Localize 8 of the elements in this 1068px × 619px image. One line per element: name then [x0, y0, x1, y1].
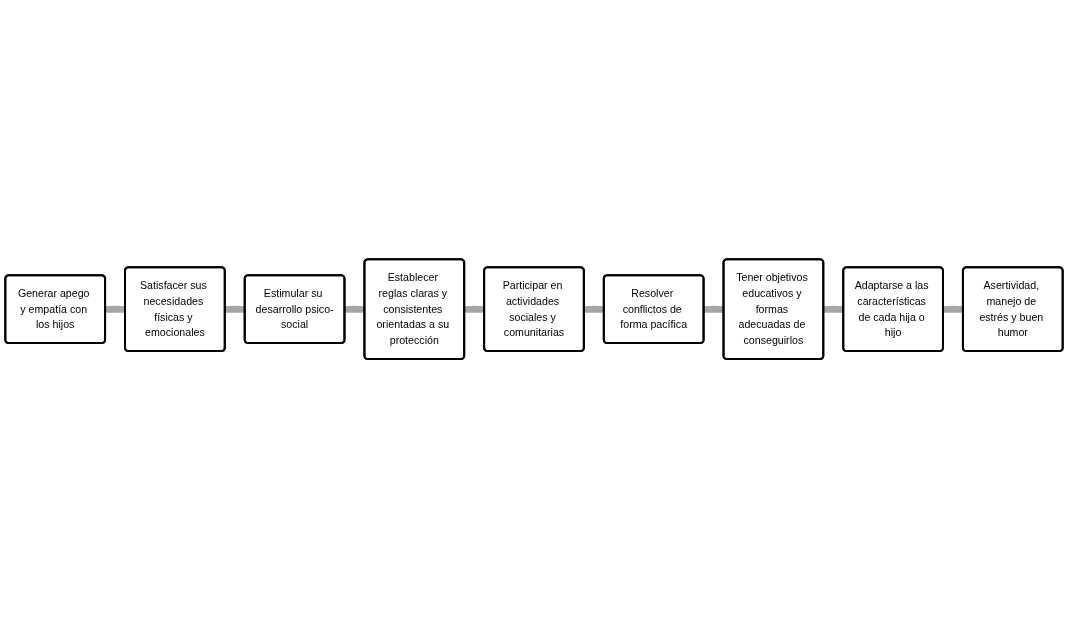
connector	[225, 306, 246, 314]
connector	[344, 306, 365, 314]
connector	[464, 306, 485, 314]
connector	[105, 306, 126, 314]
connector	[823, 306, 844, 314]
connector	[943, 306, 964, 314]
connector	[703, 306, 724, 314]
connector	[584, 306, 605, 314]
